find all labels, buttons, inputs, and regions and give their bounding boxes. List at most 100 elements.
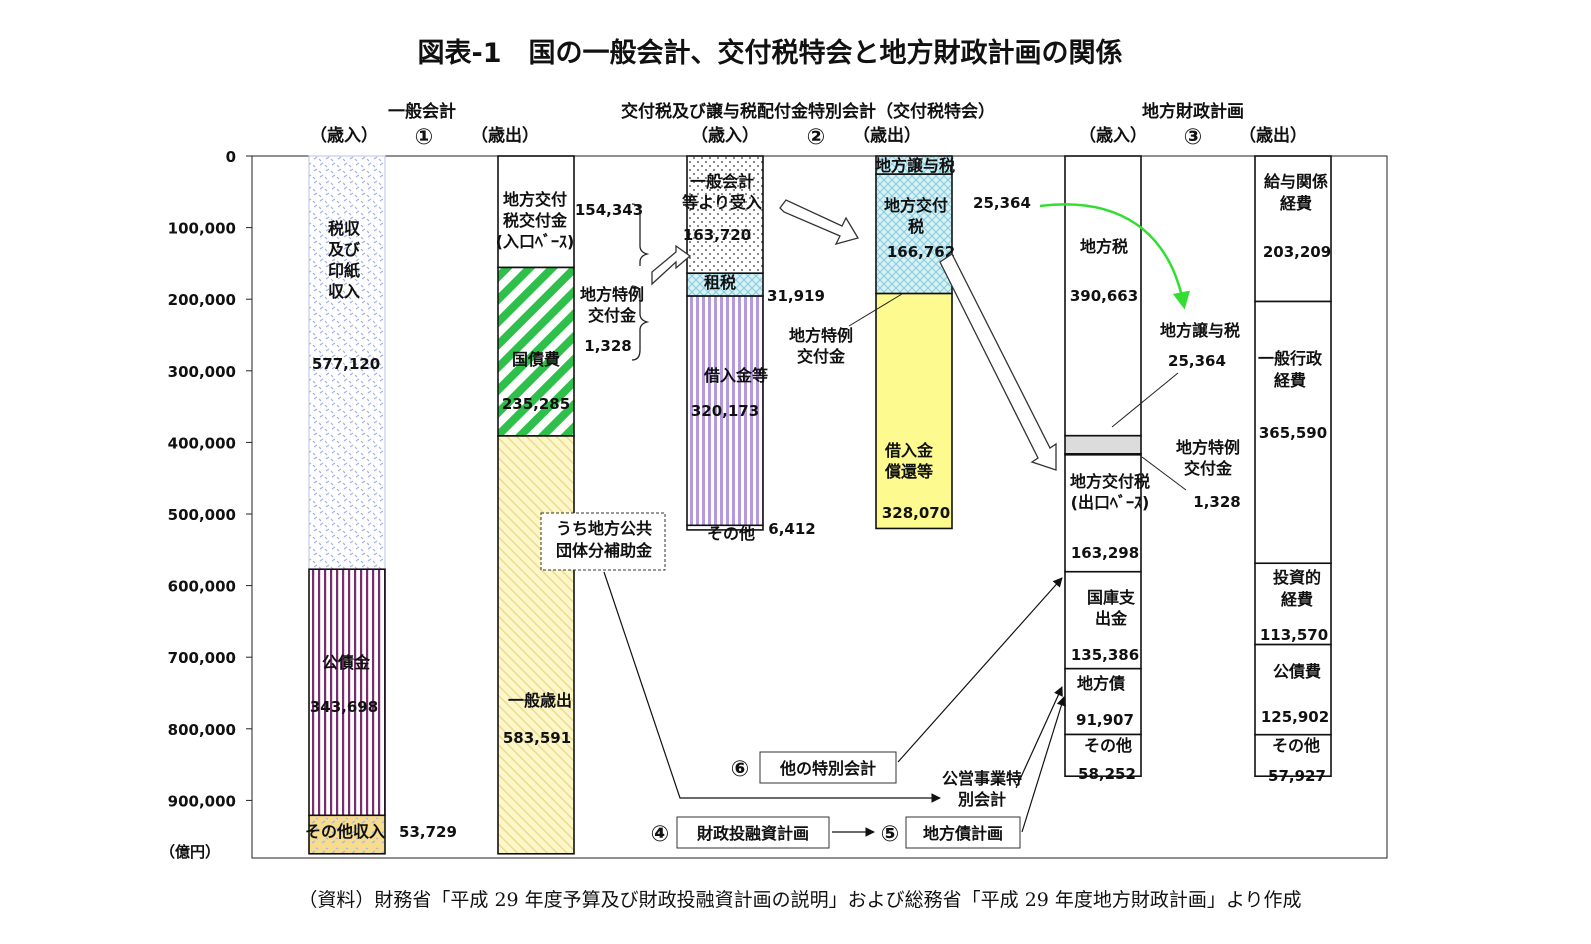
value-admin: 365,590: [1259, 424, 1327, 442]
chart-title: 図表-1 国の一般会計、交付税特会と地方財政計画の関係: [418, 37, 1123, 69]
connector-public-enterprise: [1015, 686, 1063, 789]
bar-segment: [875, 173, 953, 295]
value-special-grant-1: 1,328: [584, 337, 631, 355]
label-transfer-tax: 地方譲与税: [875, 156, 955, 175]
local-bond-plan-box: [905, 816, 1021, 849]
label-bond-costs: 公債費: [1273, 662, 1321, 681]
value-from-general-account: 163,720: [683, 226, 751, 244]
label-investment: 投資的経費: [1273, 568, 1321, 609]
bar-segment: [686, 155, 764, 275]
bar-segment: [1254, 562, 1332, 646]
header-local-finance-plan: 地方財政計画: [1142, 101, 1244, 122]
fiscal-loan-box-text: 財政投融資計画: [697, 824, 809, 843]
value-other-revenue: 53,729: [399, 823, 457, 841]
value-local-grant-tax: 166,762: [887, 243, 955, 261]
value-special-grant-3: 1,328: [1193, 493, 1240, 511]
value-other-2: 6,412: [768, 520, 815, 538]
bar-segment: [497, 435, 575, 855]
other-special-box: [759, 751, 897, 784]
other-special-box-text: 他の特別会計: [779, 759, 876, 778]
header-num-2: ②: [807, 125, 826, 150]
header-exp-2: （歳出）: [853, 125, 921, 146]
subsidy-box-text: うち地方公共団体分補助金: [556, 519, 653, 560]
label-from-general-account: 一般会計等より受入: [681, 172, 762, 212]
label-general-expenditure: 一般歳出: [508, 691, 572, 710]
header-grant-tax-account: 交付税及び譲与税配付金特別会計（交付税特会）: [621, 101, 995, 122]
connector-other-special-accounts: [897, 577, 1063, 763]
num-5: ⑤: [881, 822, 900, 847]
value-other-4: 57,927: [1268, 767, 1326, 785]
label-other-2: その他: [707, 524, 755, 543]
label-local-grant-tax: 地方交付税: [884, 196, 948, 236]
label-grant-exit: 地方交付税(出口ﾍﾞｰｽ): [1070, 472, 1150, 512]
bars: [308, 155, 1332, 855]
y-tick-label: 600,000: [168, 578, 236, 596]
bar-segment: [497, 266, 575, 437]
value-transfer-tax: 25,364: [973, 194, 1031, 212]
value-personnel: 203,209: [1263, 243, 1331, 261]
bar-segment: [686, 295, 764, 527]
y-tick-label: 900,000: [168, 792, 236, 810]
value-taxes: 31,919: [767, 287, 825, 305]
label-taxes: 租税: [704, 273, 736, 292]
value-bond-costs: 125,902: [1261, 708, 1329, 726]
bar-segment: [1064, 155, 1142, 437]
num-4: ④: [651, 822, 670, 847]
label-special-grant-3: 地方特例交付金: [1176, 438, 1240, 478]
label-other-3: その他: [1084, 736, 1132, 755]
y-axis: 0100,000200,000300,000400,000500,000600,…: [168, 148, 252, 810]
leader-special-grant-2: [848, 293, 903, 327]
bar-segment: [308, 814, 386, 855]
y-tick-label: 800,000: [168, 721, 236, 739]
bar-segment: [875, 292, 953, 530]
value-other-3: 58,252: [1078, 765, 1136, 783]
label-admin: 一般行政経費: [1258, 349, 1323, 390]
connector-subsidy: [603, 571, 941, 803]
bar-segment: [1254, 733, 1332, 777]
y-tick-label: 0: [226, 148, 236, 166]
value-local-bonds: 91,907: [1076, 711, 1134, 729]
header-general-account: 一般会計: [388, 101, 456, 122]
brace-special: [631, 285, 650, 361]
label-personnel: 給与関係経費: [1264, 172, 1328, 213]
label-local-bonds: 地方債: [1077, 674, 1125, 693]
label-other-revenue: その他収入: [305, 822, 385, 841]
header-num-3: ③: [1184, 125, 1203, 150]
label-other-4: その他: [1272, 736, 1320, 755]
label-local-tax: 地方税: [1080, 237, 1128, 256]
y-tick-label: 400,000: [168, 434, 236, 452]
label-special-grant-1: 地方特例交付金: [580, 285, 644, 325]
value-tax-revenue: 577,120: [312, 355, 380, 373]
label-tax-revenue: 税収及び印紙収入: [328, 219, 361, 301]
value-general-expenditure: 583,591: [503, 729, 571, 747]
label-national-subsidy: 国庫支出金: [1087, 588, 1136, 628]
y-tick-label: 100,000: [168, 220, 236, 238]
leader-transfer-tax-3: [1111, 372, 1179, 428]
flow-arrow-general-to-special: [651, 244, 692, 286]
y-tick-label: 200,000: [168, 291, 236, 309]
value-transfer-tax-3: 25,364: [1168, 352, 1226, 370]
y-tick-label: 700,000: [168, 649, 236, 667]
header-rev-3: （歳入）: [1079, 125, 1147, 146]
bar-labels: 税収及び印紙収入 577,120 公債金 343,698 その他収入 53,72…: [305, 156, 1331, 841]
value-borrowings: 320,173: [691, 402, 759, 420]
bar-segment: [1064, 733, 1142, 777]
label-debt-service: 国債費: [512, 350, 560, 369]
public-enterprise-text: 公営事業特別会計: [942, 769, 1022, 809]
value-debt-repayment: 328,070: [882, 504, 950, 522]
connector-local-bond-plan: [1021, 696, 1067, 833]
header-exp-3: （歳出）: [1239, 125, 1307, 146]
brace-grant: [631, 203, 650, 266]
label-transfer-tax-3: 地方譲与税: [1160, 321, 1240, 340]
value-debt-service: 235,285: [502, 395, 570, 413]
unit-label: （億円）: [160, 843, 220, 861]
bar-segment: [308, 155, 386, 570]
header-num-1: ①: [415, 125, 434, 150]
label-debt-repayment: 借入金償還等: [884, 441, 934, 481]
label-bond-revenue: 公債金: [322, 653, 371, 672]
label-grant-entrance: 地方交付税交付金(入口ﾍﾞｰｽ): [496, 190, 575, 251]
value-local-tax: 390,663: [1070, 287, 1138, 305]
bar-segment: [308, 568, 386, 817]
flow-arrow-special-revenue-to-expenditure: [779, 199, 859, 246]
